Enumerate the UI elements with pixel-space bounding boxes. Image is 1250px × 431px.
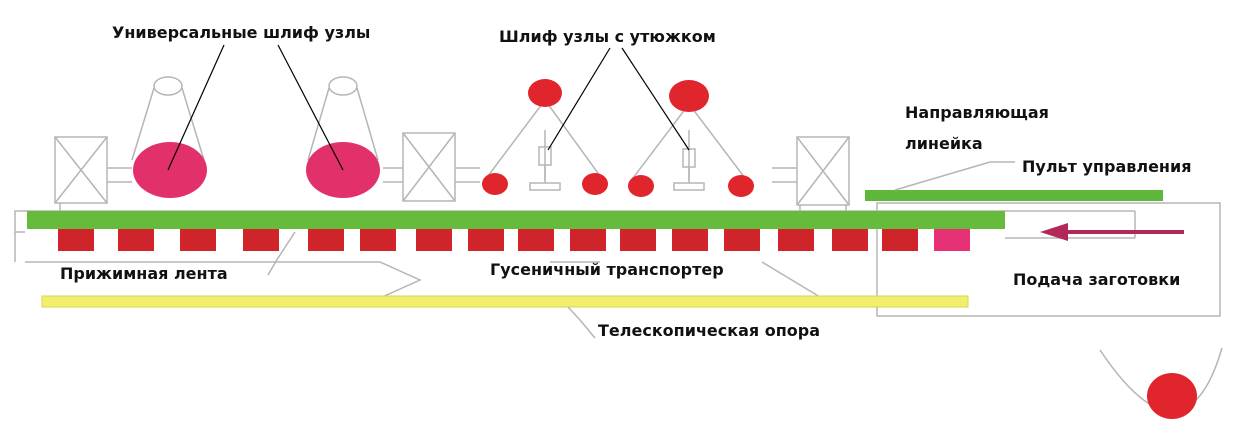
iron-head-drum-2-left	[628, 175, 654, 197]
leader-universal-2	[277, 44, 344, 171]
iron-head-top-drum-1	[528, 79, 562, 107]
iron-head-frame-2	[629, 103, 749, 191]
callout-press-belt	[267, 231, 296, 276]
leader-iron-2	[621, 47, 690, 151]
motor-box-2	[402, 132, 456, 202]
callout-lines	[267, 161, 1015, 339]
label-telescopic-support: Телескопическая опора	[598, 321, 821, 340]
press-belt	[27, 211, 1005, 229]
motor-box-3	[796, 136, 850, 206]
arrow-left-icon	[1040, 223, 1184, 241]
label-press-belt: Прижимная лента	[60, 264, 228, 283]
leader-lines	[167, 44, 690, 171]
callout-guide-ruler	[894, 161, 1015, 191]
label-guide-ruler-line1: Направляющая	[905, 103, 1049, 122]
label-universal-heads: Универсальные шлиф узлы	[112, 23, 371, 42]
iron-head-top-drum-2	[669, 80, 709, 112]
label-iron-heads: Шлиф узлы с утюжком	[499, 27, 716, 46]
iron-head-drum-1-right	[582, 173, 608, 195]
iron-head-drum-1-left	[482, 173, 508, 195]
label-control-panel: Пульт управления	[1022, 157, 1192, 176]
label-workpiece-feed: Подача заготовки	[1013, 270, 1181, 289]
iron-head-frame-1	[484, 99, 604, 191]
leader-universal-1	[167, 44, 225, 171]
label-crawler-conveyor: Гусеничный транспортер	[490, 260, 724, 279]
motor-box-1	[54, 136, 108, 204]
roller-ball	[1147, 373, 1197, 419]
guide-ruler	[865, 190, 1163, 201]
universal-head-disc-1	[133, 142, 207, 198]
label-guide-ruler-line2: линейка	[905, 134, 983, 153]
universal-head-cone-1	[131, 76, 205, 161]
universal-head-connectors	[59, 167, 847, 211]
leader-iron-1	[547, 47, 611, 151]
callout-telescopic	[567, 306, 596, 339]
iron-head-drum-2-right	[728, 175, 754, 197]
telescopic-support	[41, 295, 969, 308]
